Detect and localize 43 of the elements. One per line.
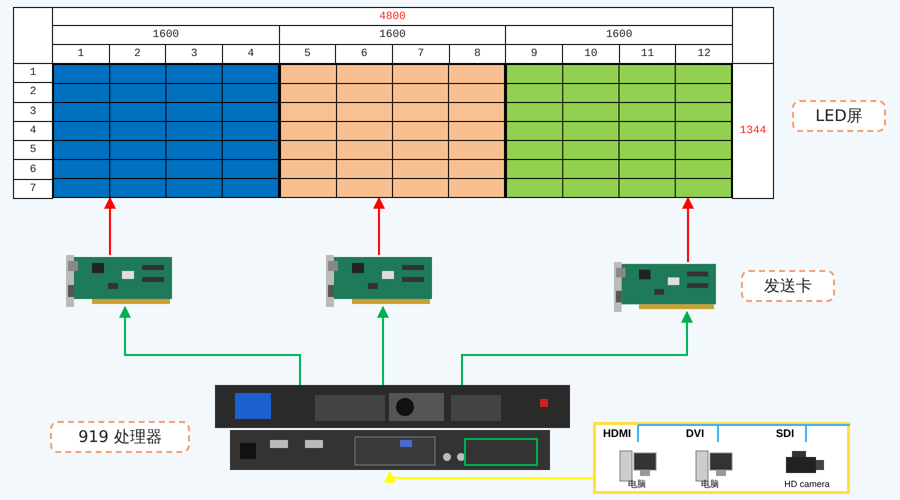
arrow: [104, 196, 116, 255]
row-number: 1: [13, 63, 53, 84]
led-panel-section: [278, 63, 506, 198]
device-caption: 电脑: [700, 478, 720, 490]
led-panel-section: [52, 63, 279, 198]
arrow: [682, 196, 694, 262]
section-width: 1600: [505, 25, 733, 45]
total-width: 4800: [52, 7, 733, 27]
input-source-panel: [593, 422, 850, 494]
callout-label: 919 处理器: [50, 421, 190, 453]
column-number: 2: [108, 44, 166, 64]
arrow: [119, 306, 301, 385]
arrow: [461, 310, 693, 385]
column-number: 5: [278, 44, 336, 64]
callout-label: LED屏: [792, 100, 886, 132]
device-caption: 电脑: [627, 478, 647, 490]
column-number: 10: [562, 44, 620, 64]
section-width: 1600: [52, 25, 280, 45]
row-number: 3: [13, 102, 53, 122]
column-number: 12: [675, 44, 733, 64]
row-number: 7: [13, 178, 53, 199]
device-caption: HD camera: [783, 478, 831, 491]
column-number: 8: [448, 44, 506, 64]
arrow: [373, 196, 385, 255]
row-number: 5: [13, 140, 53, 160]
total-height: 1344: [732, 63, 774, 199]
column-number: 11: [618, 44, 676, 64]
column-number: 6: [335, 44, 393, 64]
input-type: SDI: [774, 427, 796, 442]
column-number: 7: [392, 44, 450, 64]
arrow: [384, 470, 593, 483]
section-width: 1600: [278, 25, 506, 45]
input-type: DVI: [684, 427, 706, 442]
row-number: 6: [13, 159, 53, 180]
column-number: 9: [505, 44, 563, 64]
callout-label: 发送卡: [741, 270, 835, 302]
column-number: 3: [165, 44, 223, 64]
arrow: [377, 306, 389, 385]
input-type: HDMI: [602, 427, 632, 442]
column-number: 4: [222, 44, 280, 64]
led-panel-section: [505, 63, 732, 198]
column-number: 1: [52, 44, 110, 64]
row-number: 2: [13, 82, 53, 103]
